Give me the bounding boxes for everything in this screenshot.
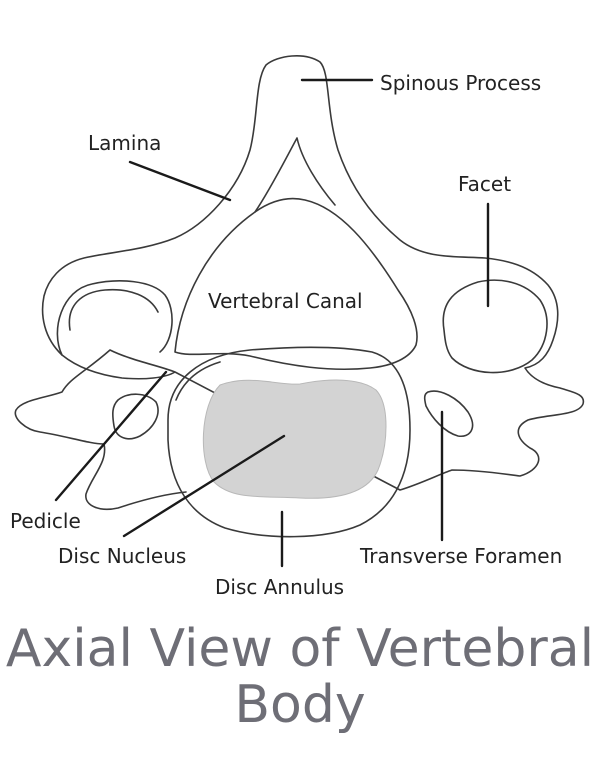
left-facet-inner: [68, 288, 159, 331]
title-line-1: Axial View of Vertebral: [6, 619, 594, 679]
spinous-groove: [254, 137, 336, 213]
label-disc-nucleus: Disc Nucleus: [58, 544, 186, 568]
label-disc-annulus: Disc Annulus: [215, 575, 344, 599]
label-vertebral-canal: Vertebral Canal: [208, 289, 363, 313]
label-lamina: Lamina: [88, 131, 161, 155]
left-transverse-foramen: [112, 393, 159, 440]
right-transverse-foramen: [423, 390, 474, 437]
disc-annulus-inner-edge: [175, 361, 221, 401]
label-pedicle: Pedicle: [10, 509, 81, 533]
leader-pedicle: [54, 370, 168, 502]
vertebra-outline: [14, 55, 585, 510]
disc-nucleus: [202, 379, 387, 499]
leader-disc-nucleus: [122, 434, 286, 538]
vertebral-canal-outline: [174, 197, 418, 371]
label-facet: Facet: [458, 172, 511, 196]
label-spinous-process: Spinous Process: [380, 71, 541, 95]
left-facet-outline: [56, 280, 173, 356]
disc-annulus-outline: [167, 346, 411, 538]
leader-lamina: [128, 160, 232, 202]
label-transverse-foramen: Transverse Foramen: [359, 544, 562, 568]
right-facet-outline: [442, 279, 548, 374]
title-line-2: Body: [234, 675, 365, 735]
